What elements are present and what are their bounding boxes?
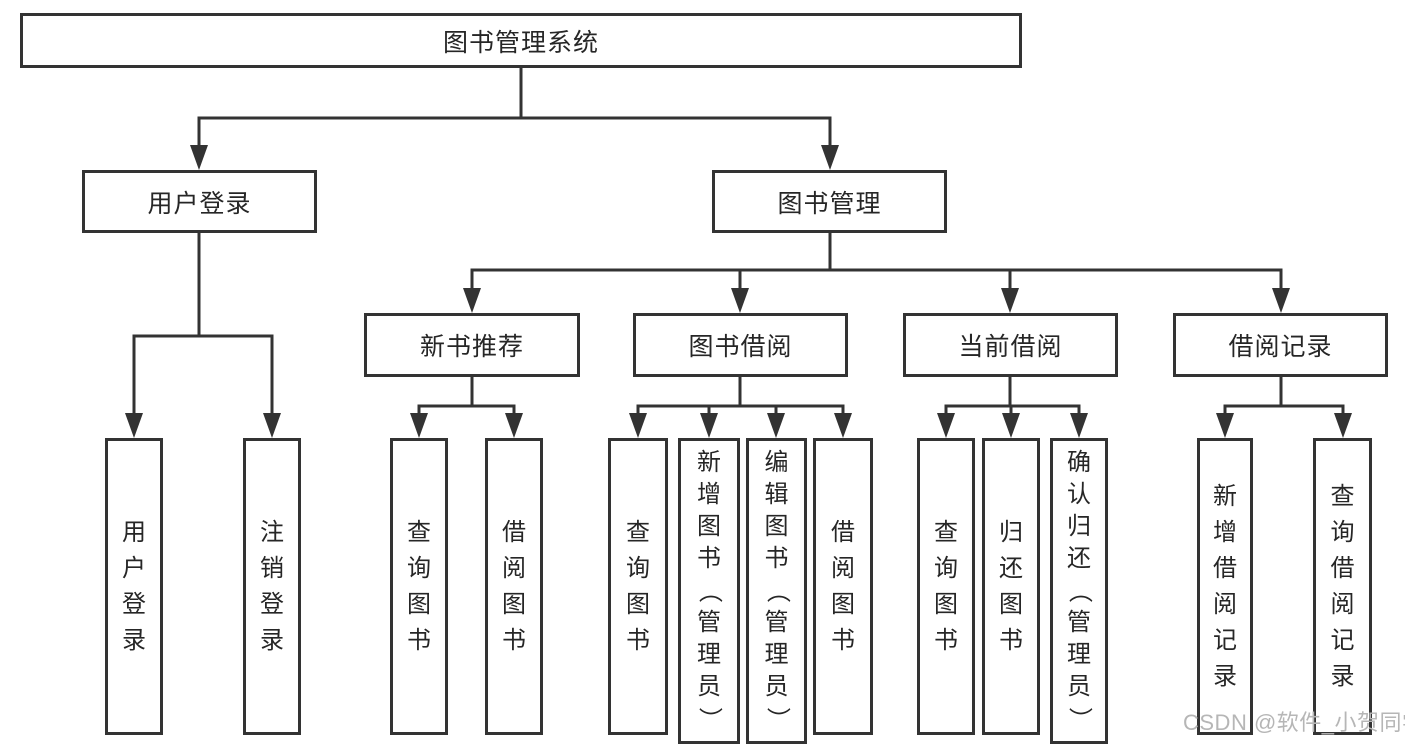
node-leaf-query-books-3: 查询图书 — [917, 438, 975, 735]
node-leaf-return-books-label: 归还图书 — [999, 518, 1023, 654]
node-module-current-borrow: 当前借阅 — [903, 313, 1118, 377]
node-leaf-query-books-3-label: 查询图书 — [934, 518, 958, 654]
node-leaf-edit-books-admin: 编辑图书（管理员） — [746, 438, 807, 744]
node-leaf-borrow-books-1-label: 借阅图书 — [502, 518, 526, 654]
node-leaf-confirm-return-admin: 确认归还（管理员） — [1050, 438, 1108, 744]
csdn-watermark: CSDN @软件_小贺同学 — [1183, 710, 1405, 735]
node-leaf-confirm-return-admin-label: 确认归还（管理员） — [1066, 449, 1093, 731]
node-leaf-query-borrow-record-label: 查询借阅记录 — [1330, 482, 1355, 690]
node-leaf-borrow-books-2-label: 借阅图书 — [831, 518, 855, 654]
node-leaf-query-books-1: 查询图书 — [390, 438, 448, 735]
node-leaf-add-borrow-record-label: 新增借阅记录 — [1213, 482, 1237, 690]
node-leaf-add-books-admin-label: 新增图书（管理员） — [696, 449, 723, 731]
node-leaf-add-books-admin: 新增图书（管理员） — [678, 438, 740, 744]
node-leaf-logout: 注销登录 — [243, 438, 301, 735]
node-leaf-query-books-2-label: 查询图书 — [626, 518, 650, 654]
node-leaf-borrow-books-1: 借阅图书 — [485, 438, 543, 735]
node-leaf-borrow-books-2: 借阅图书 — [813, 438, 873, 735]
node-leaf-query-borrow-record: 查询借阅记录 — [1313, 438, 1372, 735]
node-leaf-user-login: 用户登录 — [105, 438, 163, 735]
node-module-new-book-recommend: 新书推荐 — [364, 313, 580, 377]
node-module-borrow-record: 借阅记录 — [1173, 313, 1388, 377]
node-leaf-return-books: 归还图书 — [982, 438, 1040, 735]
node-leaf-query-books-1-label: 查询图书 — [407, 518, 431, 654]
node-root: 图书管理系统 — [20, 13, 1022, 68]
node-leaf-logout-label: 注销登录 — [260, 518, 284, 654]
node-leaf-edit-books-admin-label: 编辑图书（管理员） — [763, 449, 791, 731]
node-branch-book-management: 图书管理 — [712, 170, 947, 233]
node-leaf-add-borrow-record: 新增借阅记录 — [1197, 438, 1253, 735]
node-leaf-user-login-label: 用户登录 — [122, 518, 146, 654]
node-module-book-borrow: 图书借阅 — [633, 313, 848, 377]
node-leaf-query-books-2: 查询图书 — [608, 438, 668, 735]
node-branch-user-login: 用户登录 — [82, 170, 317, 233]
